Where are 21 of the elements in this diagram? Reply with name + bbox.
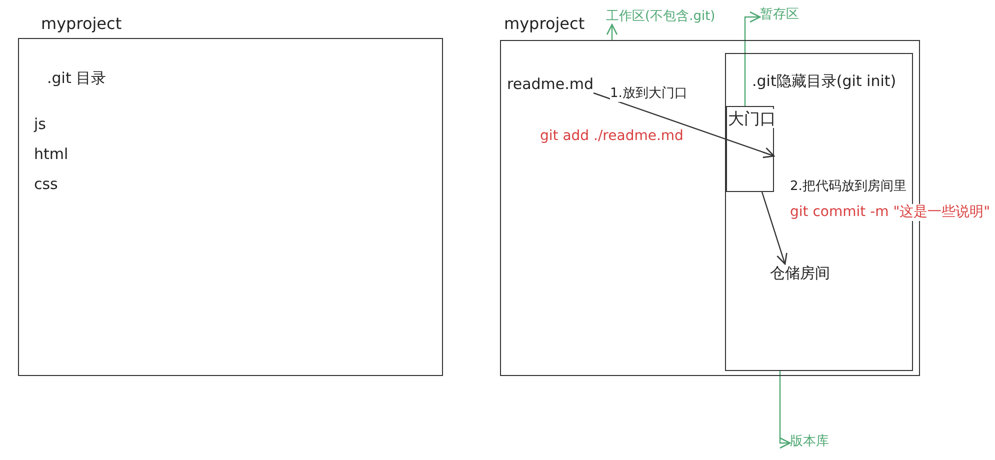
arrow bbox=[761, 192, 788, 265]
annotation-label: 版本库 bbox=[790, 434, 829, 450]
area-label: 仓储房间 bbox=[770, 264, 830, 282]
arrow bbox=[606, 24, 618, 40]
arrow bbox=[779, 371, 791, 449]
command-text: git commit -m "这是一些说明" bbox=[790, 204, 990, 221]
box-title: myproject bbox=[504, 14, 585, 34]
command-text: git add ./readme.md bbox=[540, 128, 684, 145]
file-label: readme.md bbox=[507, 75, 594, 93]
annotation-label: 暂存区 bbox=[760, 7, 799, 23]
edge-label: 1.放到大门口 bbox=[610, 86, 688, 102]
file-label: js bbox=[34, 115, 46, 133]
arrow bbox=[744, 11, 761, 106]
edge-label: 2.把代码放到房间里 bbox=[790, 179, 906, 195]
arrow bbox=[593, 92, 775, 158]
box-title: myproject bbox=[41, 14, 122, 34]
box-title: 大门口 bbox=[728, 109, 776, 128]
annotation-label: 工作区(不包含.git) bbox=[606, 9, 716, 25]
box-title: .git隐藏目录(git init) bbox=[752, 72, 896, 90]
folder-label: .git 目录 bbox=[47, 69, 106, 87]
folder-box bbox=[726, 106, 774, 192]
